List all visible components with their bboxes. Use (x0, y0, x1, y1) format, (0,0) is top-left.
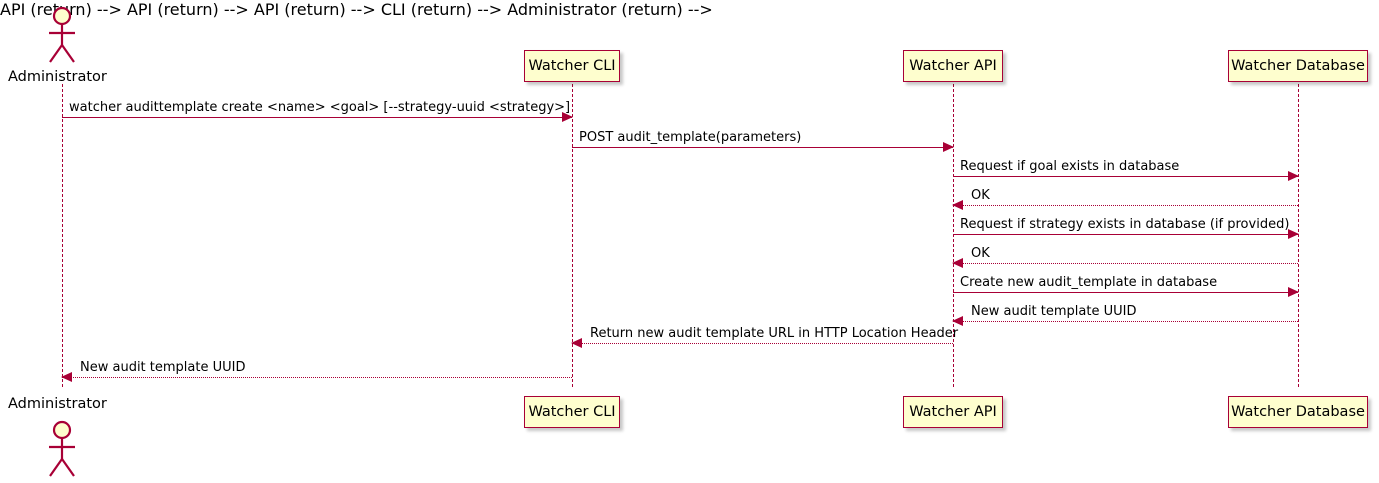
actor-administrator-top (40, 4, 84, 63)
actor-label-administrator-bottom: Administrator (8, 396, 107, 412)
lifeline-administrator (62, 84, 63, 387)
participant-box-db-bottom[interactable]: Watcher Database (1228, 396, 1368, 428)
message-10-line (62, 377, 572, 378)
message-2-label: POST audit_template(parameters) (579, 130, 802, 145)
message-5-arrowhead (1288, 228, 1299, 239)
message-3-line (953, 176, 1298, 177)
message-10-arrowhead (61, 371, 72, 382)
message-9-arrowhead (571, 337, 582, 348)
actor-label-administrator-top: Administrator (8, 69, 107, 85)
message-8-arrowhead (952, 315, 963, 326)
lifeline-cli (572, 84, 573, 387)
message-9-label: Return new audit template URL in HTTP Lo… (590, 326, 959, 341)
participant-box-cli-top[interactable]: Watcher CLI (524, 50, 620, 82)
message-2-arrowhead (943, 141, 954, 152)
message-7-line (953, 292, 1298, 293)
message-5-line (953, 234, 1298, 235)
participant-box-api-bottom[interactable]: Watcher API (903, 396, 1003, 428)
message-6-label: OK (971, 246, 990, 261)
message-8-line (953, 321, 1298, 322)
participant-box-cli-bottom[interactable]: Watcher CLI (524, 396, 620, 428)
message-6-line (953, 263, 1298, 264)
message-1-label: watcher audittemplate create <name> <goa… (69, 100, 571, 115)
message-3-label: Request if goal exists in database (960, 159, 1180, 174)
actor-administrator-bottom (40, 418, 84, 477)
message-6-arrowhead (952, 257, 963, 268)
message-9-line (572, 343, 953, 344)
message-4-arrowhead (952, 199, 963, 210)
message-5-label: Request if strategy exists in database (… (960, 217, 1290, 232)
participant-box-api-top[interactable]: Watcher API (903, 50, 1003, 82)
message-7-label: Create new audit_template in database (960, 275, 1218, 290)
lifeline-api (953, 84, 954, 387)
message-1-arrowhead (562, 111, 573, 122)
message-1-line (62, 117, 572, 118)
message-4-label: OK (971, 188, 990, 203)
message-10-label: New audit template UUID (80, 360, 246, 375)
message-7-arrowhead (1288, 286, 1299, 297)
message-3-arrowhead (1288, 170, 1299, 181)
message-4-line (953, 205, 1298, 206)
message-8-label: New audit template UUID (971, 304, 1137, 319)
message-2-line (572, 147, 953, 148)
participant-box-db-top[interactable]: Watcher Database (1228, 50, 1368, 82)
